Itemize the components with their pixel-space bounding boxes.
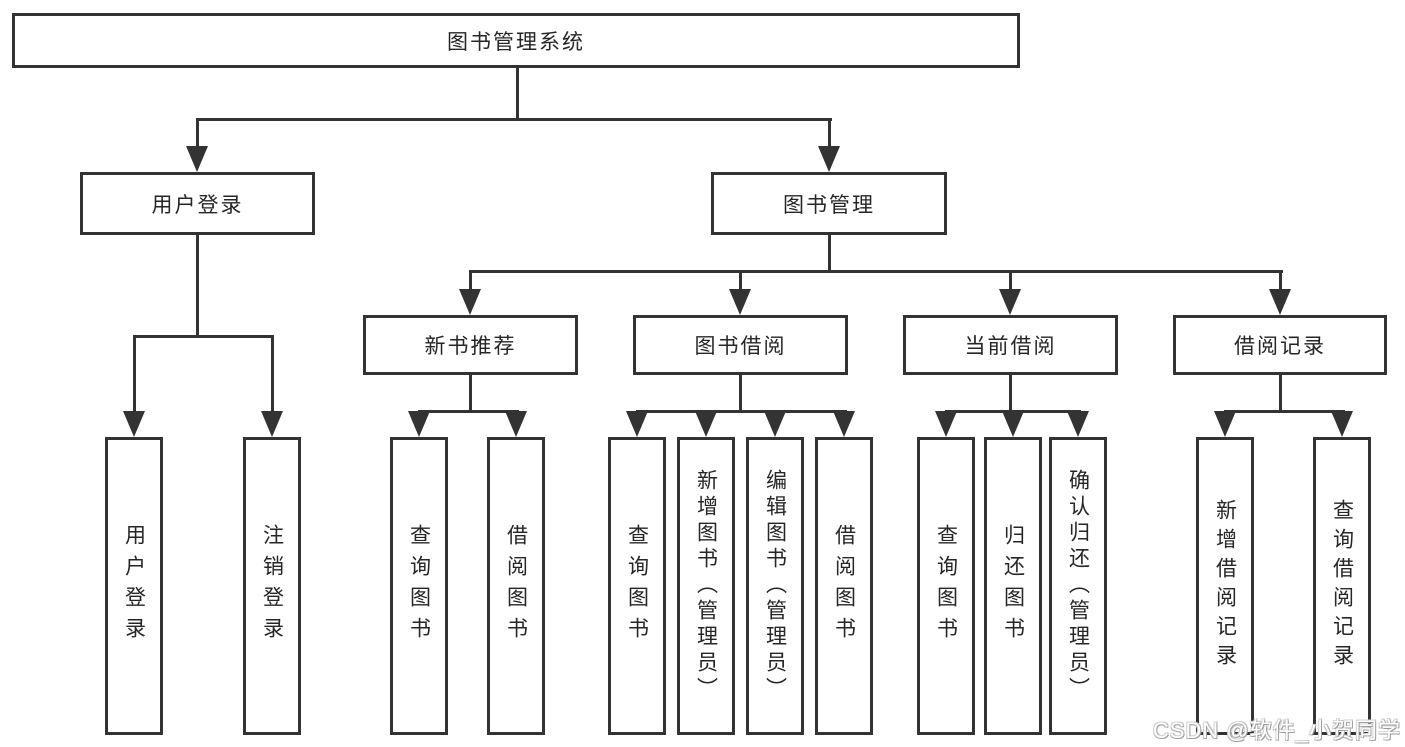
arrow-down-icon: [459, 289, 481, 315]
arrow-down-icon: [695, 411, 717, 437]
arrow-down-icon: [833, 411, 855, 437]
leaf-query-borrow-record-label: 查询借阅记录: [1330, 499, 1354, 673]
arrow-down-icon: [729, 289, 751, 315]
connector-line: [469, 375, 472, 413]
connector-line: [1224, 410, 1345, 413]
connector-line: [739, 375, 742, 413]
arrow-down-icon: [1067, 411, 1089, 437]
connector-line: [469, 270, 1283, 273]
node-root-label: 图书管理系统: [447, 30, 585, 54]
arrow-down-icon: [818, 146, 840, 172]
node-book-borrow: 图书借阅: [633, 315, 848, 375]
connector-line: [828, 235, 831, 273]
node-current-borrow-label: 当前借阅: [964, 335, 1057, 358]
connector-line: [1009, 270, 1012, 293]
leaf-edit-book-admin-label: 编辑图书（管理员）: [763, 469, 787, 703]
leaf-confirm-return-admin-label: 确认归还（管理员）: [1066, 469, 1090, 703]
connector-line: [516, 68, 519, 121]
node-current-borrow: 当前借阅: [903, 315, 1118, 375]
leaf-borrow-books-2-label: 借阅图书: [832, 524, 856, 648]
arrow-down-icon: [1214, 411, 1236, 437]
leaf-return-books-label: 归还图书: [1001, 524, 1025, 648]
leaf-return-books: 归还图书: [984, 437, 1042, 735]
node-book-management-label: 图书管理: [783, 193, 875, 217]
leaf-edit-book-admin: 编辑图书（管理员）: [746, 437, 804, 735]
arrow-down-icon: [1269, 289, 1291, 315]
leaf-add-borrow-record: 新增借阅记录: [1196, 437, 1254, 735]
arrow-down-icon: [1002, 411, 1024, 437]
leaf-borrow-books-2: 借阅图书: [815, 437, 873, 735]
arrow-down-icon: [123, 411, 145, 437]
leaf-add-book-admin-label: 新增图书（管理员）: [694, 469, 718, 703]
connector-line: [1279, 375, 1282, 413]
connector-line: [828, 118, 831, 152]
node-root: 图书管理系统: [12, 13, 1020, 68]
arrow-down-icon: [935, 411, 957, 437]
connector-line: [1009, 375, 1012, 413]
leaf-logout: 注销登录: [243, 437, 301, 735]
arrow-down-icon: [261, 411, 283, 437]
connector-line: [418, 410, 519, 413]
connector-line: [636, 410, 847, 413]
connector-line: [196, 118, 199, 152]
arrow-down-icon: [999, 289, 1021, 315]
arrow-down-icon: [764, 411, 786, 437]
leaf-user-login: 用户登录: [105, 437, 163, 735]
connector-line: [469, 270, 472, 293]
arrow-down-icon: [1331, 411, 1353, 437]
node-borrow-records: 借阅记录: [1173, 315, 1387, 375]
leaf-query-books-1: 查询图书: [390, 437, 448, 735]
leaf-query-books-1-label: 查询图书: [407, 524, 431, 648]
leaf-user-login-label: 用户登录: [122, 524, 146, 648]
connector-line: [133, 335, 136, 415]
leaf-query-books-2-label: 查询图书: [625, 524, 649, 648]
leaf-query-books-2: 查询图书: [608, 437, 666, 735]
node-new-book-recommend: 新书推荐: [363, 315, 578, 375]
node-user-login-label: 用户登录: [151, 193, 244, 217]
leaf-confirm-return-admin: 确认归还（管理员）: [1049, 437, 1107, 735]
leaf-query-books-3: 查询图书: [917, 437, 975, 735]
leaf-borrow-books-1-label: 借阅图书: [504, 524, 528, 648]
node-user-login: 用户登录: [80, 172, 315, 235]
connector-line: [196, 235, 199, 338]
leaf-add-borrow-record-label: 新增借阅记录: [1213, 499, 1237, 673]
connector-line: [133, 335, 274, 338]
node-new-book-recommend-label: 新书推荐: [424, 335, 517, 358]
leaf-query-borrow-record: 查询借阅记录: [1313, 437, 1371, 735]
connector-line: [739, 270, 742, 293]
arrow-down-icon: [626, 411, 648, 437]
connector-line: [196, 118, 832, 121]
node-book-management: 图书管理: [711, 172, 947, 235]
arrow-down-icon: [408, 411, 430, 437]
arrow-down-icon: [186, 146, 208, 172]
connector-line: [271, 335, 274, 415]
connector-line: [1279, 270, 1282, 293]
node-borrow-records-label: 借阅记录: [1234, 335, 1326, 358]
watermark: CSDN @软件_小贺同学: [1152, 718, 1401, 743]
arrow-down-icon: [505, 411, 527, 437]
node-book-borrow-label: 图书借阅: [694, 335, 787, 358]
leaf-logout-label: 注销登录: [260, 524, 284, 648]
leaf-query-books-3-label: 查询图书: [934, 524, 958, 648]
leaf-add-book-admin: 新增图书（管理员）: [677, 437, 735, 735]
leaf-borrow-books-1: 借阅图书: [487, 437, 545, 735]
